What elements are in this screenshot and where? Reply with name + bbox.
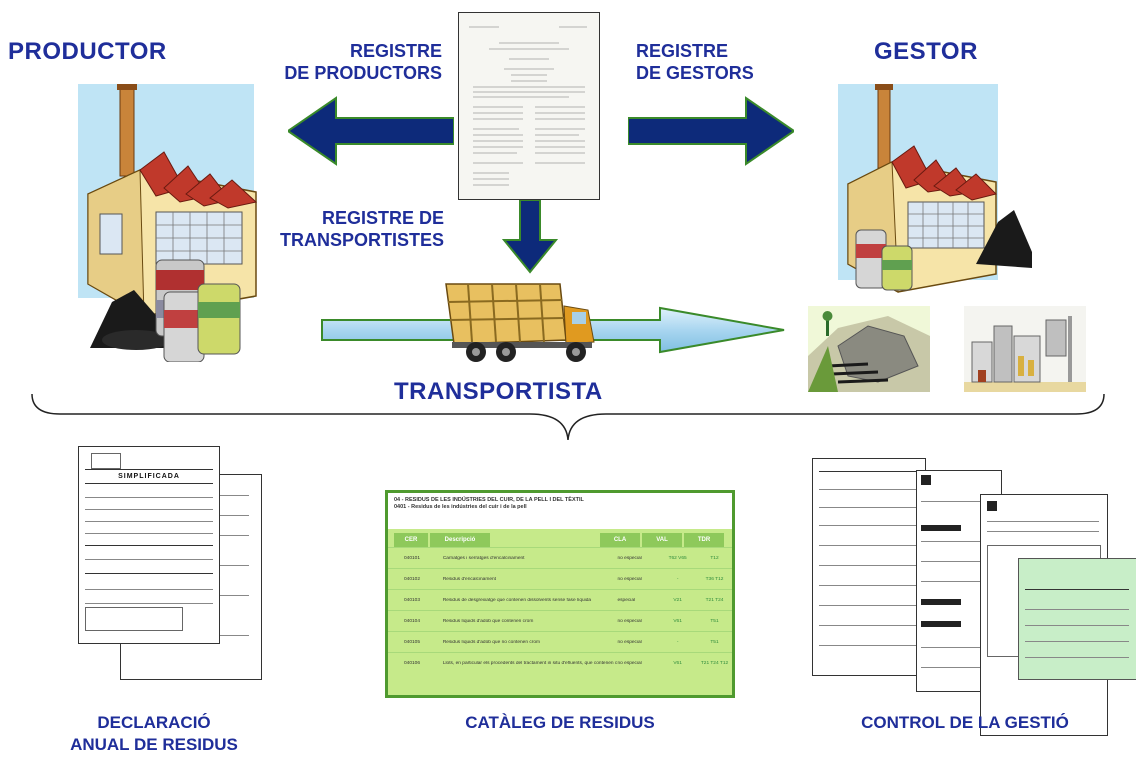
- landfill-icon: [808, 306, 930, 392]
- declaration-title: SIMPLIFICADA: [118, 473, 180, 480]
- table-row: 040105 Residus líquids d'adob que no con…: [388, 631, 732, 652]
- control-document-1: [812, 458, 926, 676]
- transporters-register-label: REGISTRE DE TRANSPORTISTES: [279, 208, 444, 250]
- declaration-box: [85, 607, 183, 631]
- factory-icon: [87, 84, 258, 317]
- arrow-to-producer: [288, 96, 454, 166]
- truck-icon: [445, 283, 595, 362]
- producers-register-label: REGISTRE DE PRODUCTORS: [284, 41, 442, 83]
- catalog-header: 04 - RESIDUS DE LES INDÚSTRIES DEL CUIR,…: [388, 493, 732, 529]
- grouping-brace: [31, 393, 1105, 441]
- control-doc-logo: [921, 475, 931, 485]
- column-cla: CLA: [600, 533, 640, 547]
- control-certificate: [1018, 558, 1136, 680]
- column-cer: CER: [394, 533, 428, 547]
- catalog-subtitle: 0401 - Residus de les indústries del cui…: [394, 504, 527, 510]
- table-row: 040103 Residus de desgreixatge que conte…: [388, 589, 732, 610]
- table-row: 040106 Llots, en particular els proceden…: [388, 652, 732, 673]
- declaration-logo: [91, 453, 121, 469]
- register-document: [458, 12, 600, 200]
- transporter-label: TRANSPORTISTA: [394, 378, 603, 405]
- arrow-to-transporter: [502, 200, 558, 274]
- catalog-title: 04 - RESIDUS DE LES INDÚSTRIES DEL CUIR,…: [394, 497, 584, 503]
- manager-label: GESTOR: [874, 38, 978, 65]
- table-row: 040102 Residus d'encalcinament no especi…: [388, 568, 732, 589]
- manager-factory-icon: [847, 84, 1032, 293]
- treatment-plant-icon: [964, 306, 1086, 392]
- managers-register-label: REGISTRE DE GESTORS: [636, 41, 754, 83]
- declaration-caption: DECLARACIÓ ANUAL DE RESIDUS: [70, 713, 238, 754]
- column-tdr: TDR: [684, 533, 724, 547]
- document-text-lines: [469, 26, 587, 186]
- catalog-columns: CER Descripció CLA VAL TDR: [388, 533, 732, 547]
- barrels-icon: [90, 259, 241, 362]
- table-row: 040101 Carnatges i serratges d'encalcina…: [388, 547, 732, 568]
- column-description: Descripció: [430, 533, 490, 547]
- producer-label: PRODUCTOR: [8, 38, 167, 65]
- arrow-to-manager: [628, 96, 794, 166]
- column-val: VAL: [642, 533, 682, 547]
- waste-catalog-table: 04 - RESIDUS DE LES INDÚSTRIES DEL CUIR,…: [385, 490, 735, 698]
- catalog-caption: CATÀLEG DE RESIDUS: [465, 713, 655, 732]
- catalog-rows: 040101 Carnatges i serratges d'encalcina…: [388, 547, 732, 673]
- table-row: 040104 Residus líquids d'adob que conten…: [388, 610, 732, 631]
- control-caption: CONTROL DE LA GESTIÓ: [861, 713, 1069, 732]
- declaration-document-front: SIMPLIFICADA: [78, 446, 220, 644]
